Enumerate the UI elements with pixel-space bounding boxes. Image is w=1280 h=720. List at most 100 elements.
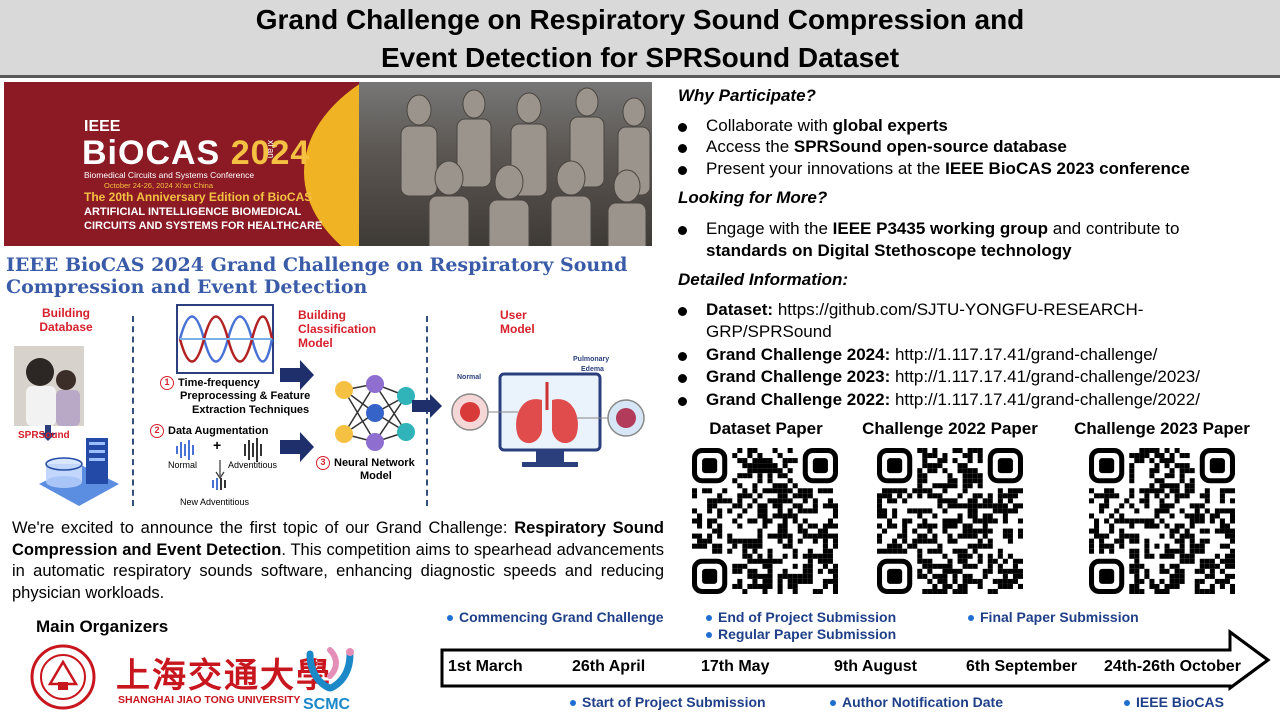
timeline-bottom-label: IEEE BioCAS bbox=[1136, 694, 1224, 710]
timeline-author-notification: Author Notification Date bbox=[830, 694, 1003, 710]
building-classification-label: Building Classification Model bbox=[298, 308, 377, 350]
dot-icon bbox=[968, 615, 974, 622]
timeline-bottom-label: Author Notification Date bbox=[842, 694, 1003, 710]
why-item-bold: global experts bbox=[832, 116, 948, 135]
timeline-date: 24th-26th October bbox=[1104, 658, 1241, 675]
qr-label-2023: Challenge 2023 Paper bbox=[1074, 419, 1250, 438]
step-2-badge: 2 bbox=[150, 424, 164, 438]
qr-code-2022-paper[interactable] bbox=[877, 448, 1023, 594]
scmc-name: SCMC bbox=[303, 696, 351, 713]
details-label: Dataset: bbox=[706, 300, 774, 319]
bullet-icon bbox=[678, 307, 687, 316]
banner-theme-line-1: ARTIFICIAL INTELLIGENCE BIOMEDICAL bbox=[84, 206, 302, 218]
banner-ieee: IEEE bbox=[84, 118, 121, 135]
gc2023-link[interactable]: http://1.117.17.41/grand-challenge/2023/ bbox=[890, 367, 1200, 386]
details-heading: Detailed Information: bbox=[678, 270, 849, 289]
timeline-top-label: Final Paper Submission bbox=[980, 609, 1139, 625]
timeline-arrow bbox=[440, 629, 1271, 691]
more-mid: and contribute to bbox=[1048, 219, 1180, 238]
details-item-text: Grand Challenge 2024: http://1.117.17.41… bbox=[706, 345, 1157, 365]
arrow-right-icon bbox=[412, 394, 442, 418]
timeline-end-project: End of Project Submission bbox=[706, 609, 896, 625]
bullet-icon bbox=[678, 166, 687, 175]
qr-code-2023-paper[interactable] bbox=[1089, 448, 1235, 594]
announcement-part-2: . This competition aims to spearhead adv… bbox=[12, 540, 664, 602]
why-item-bold: IEEE BioCAS 2023 conference bbox=[945, 159, 1190, 178]
step-1-line-2: Preprocessing & Feature bbox=[180, 390, 311, 402]
banner-anniversary: The 20th Anniversary Edition of BioCAS bbox=[84, 190, 313, 204]
lung-edema-label: Edema bbox=[581, 366, 604, 373]
dot-icon bbox=[706, 632, 712, 639]
timeline-commencing: Commencing Grand Challenge bbox=[447, 609, 664, 625]
step-2-text: Data Augmentation bbox=[168, 424, 269, 437]
page-title-line-1: Grand Challenge on Respiratory Sound Com… bbox=[255, 4, 1025, 35]
gc2022-link[interactable]: http://1.117.17.41/grand-challenge/2022/ bbox=[890, 390, 1200, 409]
sjtu-english-name: SHANGHAI JIAO TONG UNIVERSITY bbox=[118, 694, 301, 706]
qr-code-dataset-paper[interactable] bbox=[692, 448, 838, 594]
scmc-logo bbox=[306, 647, 354, 692]
details-label: Grand Challenge 2024: bbox=[706, 345, 891, 364]
organizer-logos: 上海交通大學 SHANGHAI JIAO TONG UNIVERSITY SCM… bbox=[30, 642, 370, 718]
dataset-link-continued[interactable]: GRP/SPRSound bbox=[706, 322, 832, 341]
bullet-icon bbox=[678, 397, 687, 406]
timeline-final-paper: Final Paper Submission bbox=[968, 609, 1139, 625]
neural-network-icon bbox=[335, 375, 415, 451]
normal-label: Normal bbox=[168, 460, 198, 470]
more-bold-2: standards on Digital Stethoscope technol… bbox=[706, 241, 1072, 260]
bullet-icon bbox=[678, 123, 687, 132]
more-pre: Engage with the bbox=[706, 219, 833, 238]
step-3-badge: 3 bbox=[316, 456, 330, 470]
banner-xian: xi'an bbox=[266, 140, 276, 159]
organizers-heading: Main Organizers bbox=[36, 617, 169, 636]
qr-label-2022: Challenge 2022 Paper bbox=[862, 419, 1038, 438]
divider-1 bbox=[132, 316, 134, 506]
more-bold-1: IEEE P3435 working group bbox=[832, 219, 1049, 238]
biocas-banner: IEEE BiOCAS 2024 xi'an Biomedical Circui… bbox=[4, 82, 652, 246]
gc2024-link[interactable]: http://1.117.17.41/grand-challenge/ bbox=[890, 345, 1158, 364]
timeline-top-label: Regular Paper Submission bbox=[718, 626, 897, 642]
user-model-label: User Model bbox=[500, 308, 535, 336]
lung-monitor-illustration bbox=[451, 372, 645, 467]
waveform-plot bbox=[176, 304, 274, 374]
timeline-date: 9th August bbox=[834, 658, 917, 675]
figure-title-line-2: Compression and Event Detection bbox=[6, 276, 368, 298]
building-database-label: Building Database bbox=[39, 306, 93, 334]
sjtu-chinese-name: 上海交通大學 bbox=[116, 656, 332, 696]
banner-biocas-logo: BiOCAS 2024 bbox=[82, 134, 310, 173]
sjtu-seal-logo bbox=[30, 644, 96, 710]
title-bar: Grand Challenge on Respiratory Sound Com… bbox=[0, 0, 1280, 78]
more-item-text: Engage with the IEEE P3435 working group… bbox=[706, 219, 1179, 239]
more-item-text-2: standards on Digital Stethoscope technol… bbox=[706, 241, 1072, 261]
details-item-text: Grand Challenge 2022: http://1.117.17.41… bbox=[706, 390, 1200, 410]
page-title-line-2: Event Detection for SPRSound Dataset bbox=[380, 42, 900, 73]
dataset-link[interactable]: https://github.com/SJTU-YONGFU-RESEARCH- bbox=[773, 300, 1144, 319]
banner-theme-line-2: CIRCUITS AND SYSTEMS FOR HEALTHCARE bbox=[84, 220, 323, 232]
step-2-line: 2 Data Augmentation bbox=[150, 424, 268, 438]
announcement-part-1: We're excited to announce the first topi… bbox=[12, 519, 515, 537]
timeline-top-label: End of Project Submission bbox=[718, 609, 897, 625]
researcher-photo bbox=[14, 346, 84, 426]
why-item-bold: SPRSound open-source database bbox=[793, 137, 1067, 156]
arrow-right-icon bbox=[280, 432, 314, 462]
arrow-down-icon bbox=[40, 425, 56, 441]
bullet-icon bbox=[678, 226, 687, 235]
augmentation-diagram bbox=[176, 438, 262, 490]
details-label: Grand Challenge 2023: bbox=[706, 367, 891, 386]
why-item-pre: Present your innovations at the bbox=[706, 159, 946, 178]
lung-normal-label: Normal bbox=[457, 374, 482, 381]
timeline-top-label: Commencing Grand Challenge bbox=[459, 609, 664, 625]
arrow-right-icon bbox=[280, 360, 314, 390]
timeline-bottom-label: Start of Project Submission bbox=[582, 694, 766, 710]
adventitious-label: Adventitious bbox=[228, 460, 278, 470]
database-server-icon bbox=[39, 438, 119, 506]
timeline-date: 6th September bbox=[966, 658, 1078, 675]
dot-icon bbox=[830, 700, 836, 707]
why-item-pre: Access the bbox=[706, 137, 794, 156]
dot-icon bbox=[706, 615, 712, 622]
why-item-pre: Collaborate with bbox=[706, 116, 833, 135]
announcement-topic: Respiratory Sound Compression and Event … bbox=[12, 519, 664, 559]
banner-biocas-text: BiOCAS bbox=[82, 134, 221, 172]
